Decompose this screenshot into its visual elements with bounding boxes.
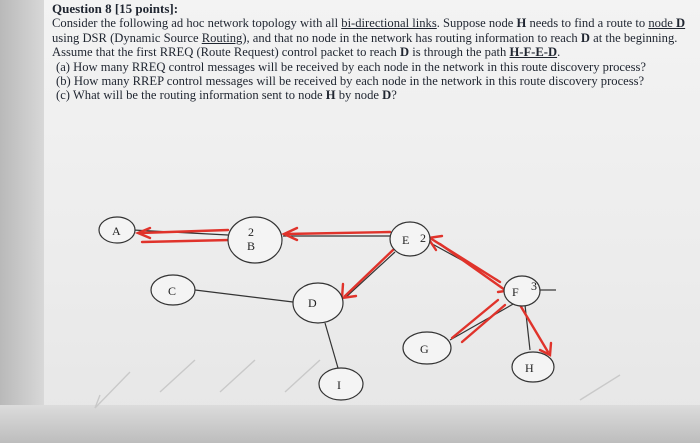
node-b-annotation: 2 [248,225,254,239]
arrow-e-to-b [283,230,392,236]
arrowhead-b [281,226,299,242]
part-b: (b) How many RREP control messages will … [56,74,645,89]
node-f-annotation: 3 [531,279,537,293]
node-d [292,282,344,324]
node-e-label: E [402,233,409,247]
arrow-f-to-g-2 [460,303,507,344]
arrowhead-a [134,226,152,240]
link-f-h [524,304,531,351]
question-text: Question 8 [15 points]: Consider the fol… [52,1,692,103]
node-e-annotation: 2 [420,231,426,245]
question-intro: Consider the following ad hoc network to… [52,16,686,60]
pencil-marks [94,359,621,409]
node-a [98,216,136,244]
arrow-f-to-e-2 [438,242,507,292]
link-c-d [194,289,294,303]
node-i [318,367,364,401]
rreq-arrows [134,226,553,357]
arrow-b-to-a-2 [140,238,232,244]
node-g [402,331,452,365]
node-f [503,275,541,307]
arrow-f-to-g [450,298,500,340]
node-i-label: I [337,378,341,392]
node-f-label: F [512,285,519,299]
node-h-label: H [525,361,534,375]
link-f-g [449,302,516,341]
page-left-shadow [0,0,44,443]
node-c [150,274,196,306]
node-a-label: A [112,224,121,238]
topology-links [132,229,556,369]
link-d-e [344,251,396,299]
node-b-label: B [247,239,255,253]
arrow-h-to-f [518,303,550,354]
part-c: (c) What will be the routing information… [56,88,397,103]
part-a: (a) How many RREQ control messages will … [56,59,647,74]
question-title: Question 8 [15 points]: [52,1,179,16]
node-g-label: G [420,342,429,356]
page-bottom-shadow [0,405,700,443]
node-d-label: D [308,296,317,310]
arrow-b-to-a [138,228,230,235]
link-d-i [324,322,339,369]
node-c-label: C [168,284,176,298]
node-e [389,221,431,257]
node-b [227,216,283,264]
question-parts: (a) How many RREQ control messages will … [52,60,692,103]
topology-nodes: A B 2 C D E 2 F 3 G H I [98,216,555,401]
node-h [511,351,555,383]
arrow-e-to-d [343,248,395,298]
arrowhead-h [538,341,553,357]
